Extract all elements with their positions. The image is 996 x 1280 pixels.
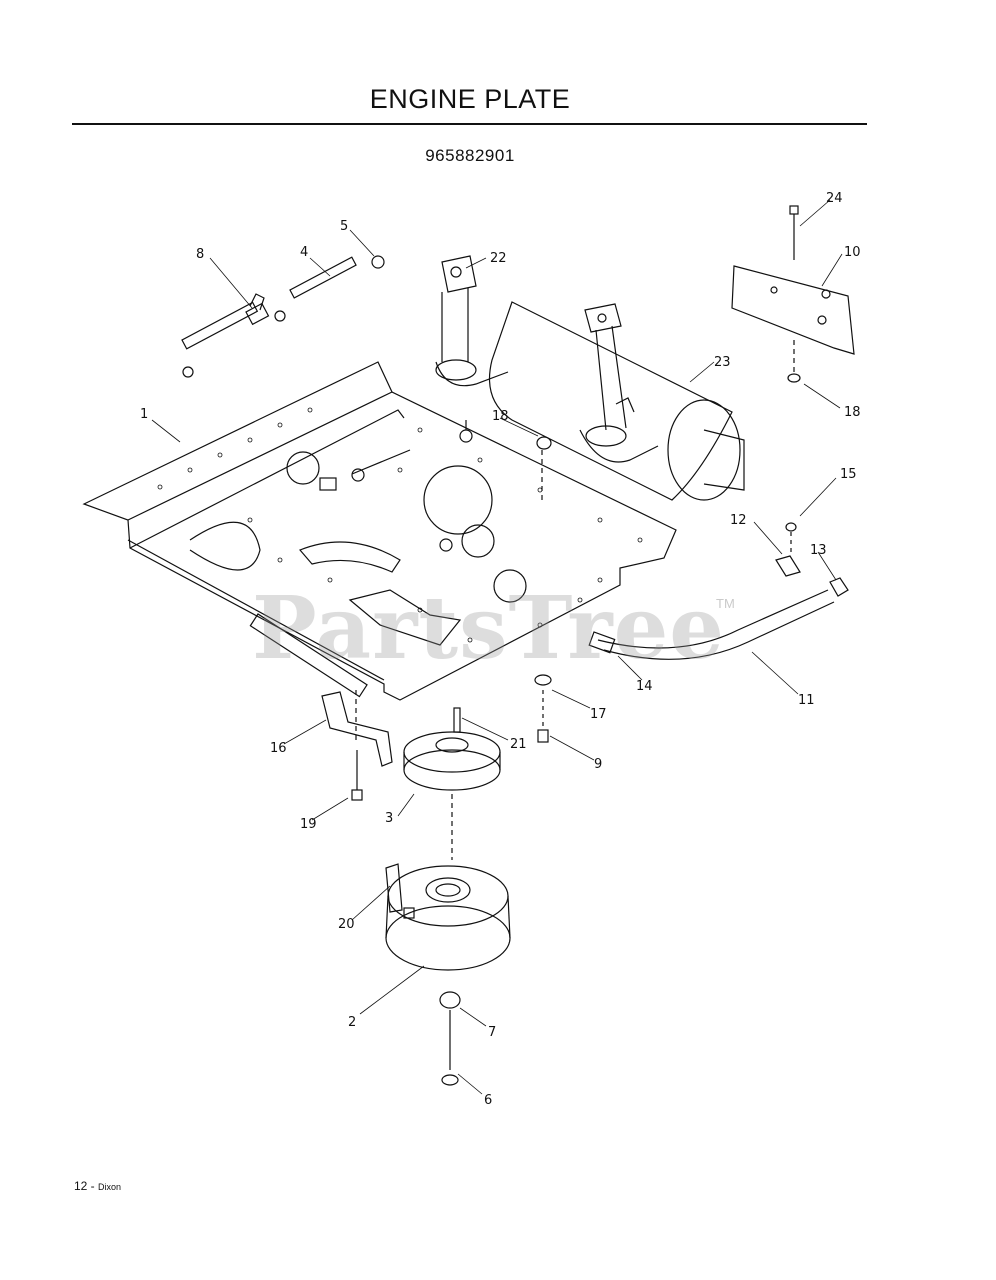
callout-4: 4 bbox=[300, 245, 308, 260]
callout-22: 22 bbox=[490, 251, 507, 266]
engine-plate-part bbox=[82, 361, 677, 701]
callout-21: 21 bbox=[510, 737, 527, 752]
brand-name: Dixon bbox=[98, 1182, 122, 1192]
callout-6: 6 bbox=[484, 1093, 492, 1108]
callout-10: 10 bbox=[844, 245, 861, 260]
bolt-washer-part bbox=[534, 436, 552, 743]
pivot-bracket-part bbox=[321, 690, 393, 801]
callout-18-plate: 18 bbox=[492, 409, 509, 424]
callout-8: 8 bbox=[196, 247, 204, 262]
callout-24: 24 bbox=[826, 191, 843, 206]
callout-5: 5 bbox=[340, 219, 348, 234]
callout-23: 23 bbox=[714, 355, 731, 370]
title-divider bbox=[72, 123, 867, 125]
page-title: ENGINE PLATE bbox=[369, 84, 571, 114]
callout-19: 19 bbox=[300, 817, 317, 832]
exhaust-pipe-part bbox=[435, 255, 509, 387]
pulley-part bbox=[403, 707, 501, 860]
callout-15: 15 bbox=[840, 467, 857, 482]
callout-1: 1 bbox=[140, 407, 148, 422]
callout-14: 14 bbox=[636, 679, 653, 694]
callout-11: 11 bbox=[798, 693, 815, 708]
callout-16: 16 bbox=[270, 741, 287, 756]
callout-9: 9 bbox=[594, 757, 602, 772]
callout-18-bracket: 18 bbox=[844, 405, 861, 420]
fuel-line-part bbox=[181, 255, 385, 378]
callout-2: 2 bbox=[348, 1015, 356, 1030]
bracket-part bbox=[731, 205, 855, 383]
callout-17: 17 bbox=[590, 707, 607, 722]
callout-3: 3 bbox=[385, 811, 393, 826]
watermark-trademark: TM bbox=[716, 596, 735, 611]
callout-7: 7 bbox=[488, 1025, 496, 1040]
page-number: 12 - bbox=[74, 1179, 99, 1193]
clutch-bolt-part bbox=[439, 991, 461, 1086]
callout-20: 20 bbox=[338, 917, 355, 932]
callout-13: 13 bbox=[810, 543, 827, 558]
callout-12: 12 bbox=[730, 513, 747, 528]
page-footer: 12 - Dixon bbox=[74, 1179, 121, 1193]
hose-assembly-part bbox=[588, 522, 849, 660]
clutch-part bbox=[385, 863, 511, 971]
watermark: PartsTree bbox=[252, 578, 726, 679]
part-number: 965882901 bbox=[425, 146, 515, 165]
muffler-part bbox=[488, 301, 745, 501]
